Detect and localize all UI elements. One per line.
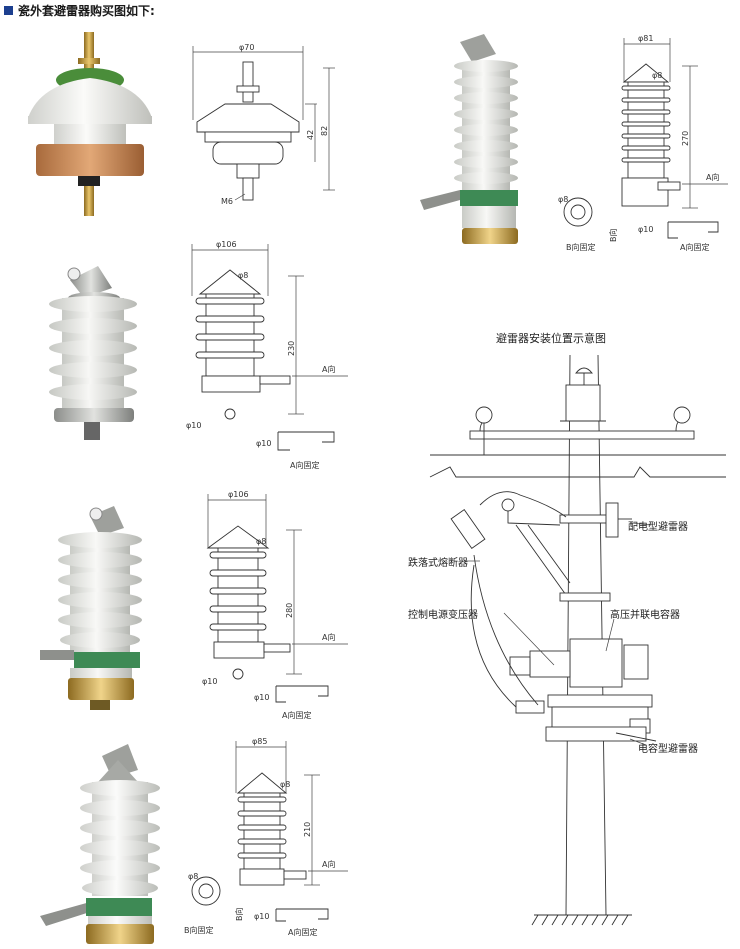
dim-hole: φ8 — [652, 71, 662, 80]
product-drawing-4: φ85 φ8 210 A向 φ8 B向固定 B向 φ10 A向固定 — [184, 737, 348, 937]
dim-hole: φ8 — [238, 271, 248, 280]
dim-diameter: φ85 — [252, 737, 267, 746]
dir-label: A向 — [322, 859, 335, 869]
bdir-label: B向 — [234, 908, 244, 922]
dir-label: A向 — [322, 632, 335, 642]
dim-d8: φ8 — [188, 872, 198, 881]
dim-d10b: φ10 — [254, 693, 269, 702]
label-control-transformer: 控制电源变压器 — [408, 610, 478, 621]
afix-label: A向固定 — [680, 242, 709, 252]
product-photo-5 — [420, 34, 518, 244]
product-drawing-2: φ106 φ8 230 A向 φ10 φ10 A向固定 — [186, 240, 348, 470]
dim-height: 210 — [303, 822, 312, 837]
bolt-size: M6 — [221, 197, 233, 206]
afix-label: A向固定 — [288, 927, 317, 937]
fix-label: A向固定 — [282, 710, 311, 720]
dim-diameter: φ106 — [216, 240, 237, 249]
bullet-square-icon — [4, 6, 13, 15]
label-distribution-arrester: 配电型避雷器 — [628, 522, 688, 533]
dim-diameter: φ106 — [228, 490, 249, 499]
product-photo-4 — [40, 744, 160, 944]
label-capacitor-arrester: 电容型避雷器 — [638, 744, 698, 755]
product-drawing-1: φ70 42 82 M6 — [192, 43, 335, 206]
dim-d10: φ10 — [254, 912, 269, 921]
dim-d10: φ10 — [638, 225, 653, 234]
dim-height: 230 — [287, 341, 296, 356]
dim-d10a: φ10 — [186, 421, 201, 430]
bfix-label: B向固定 — [566, 242, 596, 252]
bfix-label: B向固定 — [184, 925, 214, 935]
dim-diameter: φ70 — [239, 43, 254, 52]
dim-height: 280 — [285, 603, 294, 618]
label-drop-fuse: 跌落式熔断器 — [408, 558, 468, 569]
installation-diagram — [429, 355, 726, 926]
bdir-label: B向 — [608, 229, 618, 243]
dim-h1: 42 — [306, 130, 315, 140]
dim-d10b: φ10 — [256, 439, 271, 448]
dir-label: A向 — [322, 364, 335, 374]
product-photo-1 — [28, 32, 152, 216]
page-header: 瓷外套避雷器购买图如下: — [4, 2, 155, 19]
dim-hole: φ8 — [280, 780, 290, 789]
dim-height: 270 — [681, 131, 690, 146]
product-drawing-5: φ81 φ8 270 A向 φ8 B向固定 B向 φ10 A向固定 — [558, 34, 728, 252]
label-shunt-capacitor: 高压并联电容器 — [610, 610, 680, 621]
dim-d10a: φ10 — [202, 677, 217, 686]
dim-h2: 82 — [320, 126, 329, 136]
page-title: 瓷外套避雷器购买图如下: — [18, 4, 155, 18]
dim-d8: φ8 — [558, 195, 568, 204]
product-photo-2 — [49, 266, 137, 440]
diagram-title: 避雷器安装位置示意图 — [496, 332, 606, 345]
dim-hole: φ8 — [256, 537, 266, 546]
product-drawing-3: φ106 φ8 280 A向 φ10 φ10 A向固定 — [202, 490, 348, 720]
fix-label: A向固定 — [290, 460, 319, 470]
dim-diameter: φ81 — [638, 34, 653, 43]
dir-label: A向 — [706, 172, 719, 182]
product-photo-3 — [40, 506, 142, 710]
